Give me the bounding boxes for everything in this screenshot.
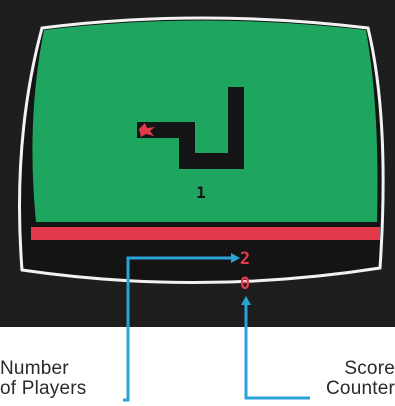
score-value: 0 (240, 274, 250, 294)
crt-screen: 1 2 0 (0, 0, 395, 327)
number-of-players-label: Number of Players (0, 359, 86, 399)
players-label-line1: Number (0, 359, 86, 379)
score-label-line1: Score (326, 359, 395, 379)
red-divider-bar (31, 227, 380, 240)
players-label-line2: of Players (0, 379, 86, 399)
monitor-bezel: 1 2 0 (0, 0, 395, 327)
score-counter-label: Score Counter (326, 359, 395, 399)
score-label-line2: Counter (326, 379, 395, 399)
player-number: 1 (196, 183, 206, 202)
number-of-players-value: 2 (240, 249, 250, 269)
